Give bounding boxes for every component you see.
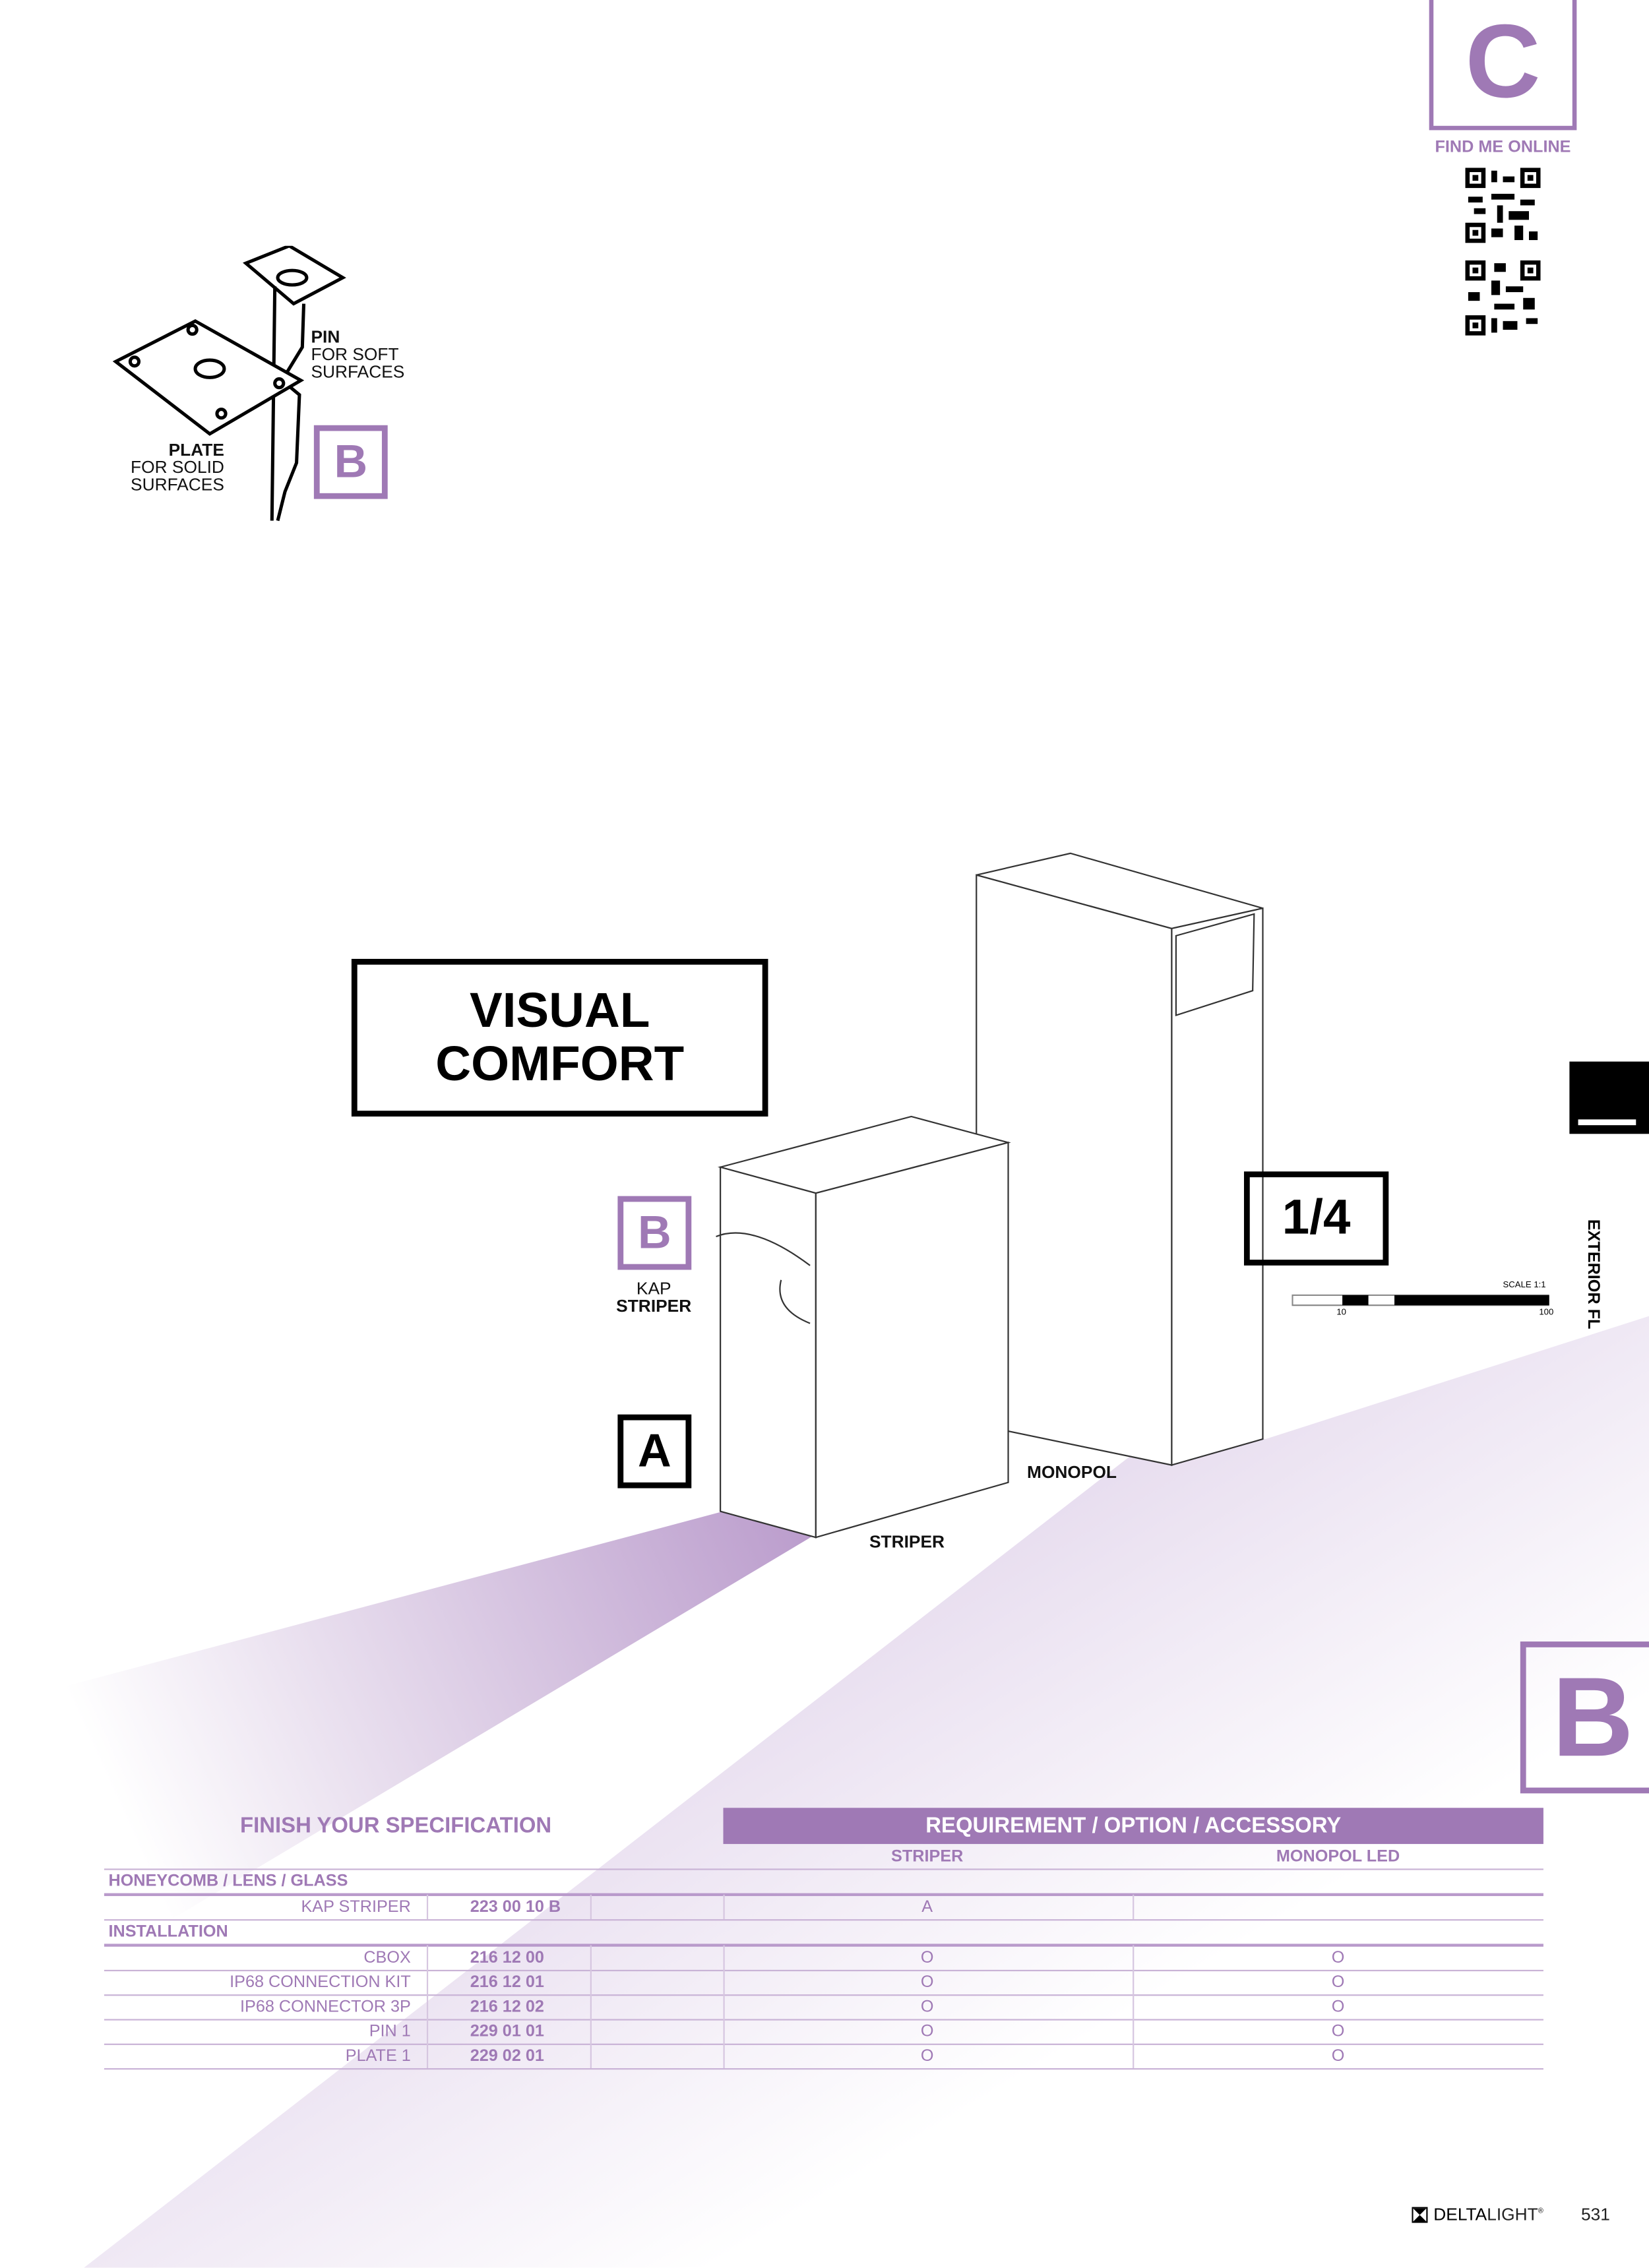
item-name: KAP STRIPER: [301, 1899, 411, 1916]
striper-value: O: [920, 1974, 934, 1992]
table-row[interactable]: IP68 CONNECTION KIT 216 12 01 O O: [104, 1969, 1543, 1996]
monopol-value: O: [1331, 2023, 1345, 2041]
brand-light: LIGHT: [1487, 2204, 1538, 2224]
monopol-value: O: [1331, 1998, 1345, 2017]
accessory-badge-letter: B: [334, 435, 368, 488]
scale-bar: [1291, 1294, 1549, 1306]
item-code: 229 02 01: [470, 2048, 544, 2066]
big-badge-letter: B: [1552, 1653, 1634, 1781]
registered-mark: ®: [1538, 2207, 1543, 2216]
scale-tick-max: 100: [1539, 1308, 1554, 1318]
kap-striper-label: KAP STRIPER: [593, 1280, 714, 1315]
item-code: 216 12 01: [470, 1974, 544, 1992]
scale-ratio-box: 1/4: [1243, 1171, 1389, 1266]
item-name: CBOX: [363, 1949, 411, 1967]
scale-tick-min: 10: [1336, 1308, 1346, 1318]
striper-value: O: [920, 1949, 934, 1967]
table-row[interactable]: IP68 CONNECTOR 3P 216 12 02 O O: [104, 1994, 1543, 2021]
table-row[interactable]: PLATE 1 229 02 01 O O: [104, 2043, 1543, 2070]
item-name: PLATE 1: [345, 2048, 411, 2066]
visual-comfort-line2: COMFORT: [435, 1036, 685, 1091]
qr-code-icon[interactable]: [1465, 168, 1541, 243]
spec-title: FINISH YOUR SPECIFICATION: [240, 1814, 552, 1839]
kap-badge-letter: B: [637, 1206, 671, 1258]
spec-header: REQUIREMENT / OPTION / ACCESSORY: [723, 1808, 1543, 1845]
big-category-badge: B: [1520, 1641, 1649, 1794]
table-row[interactable]: KAP STRIPER 223 00 10 B A: [104, 1894, 1543, 1921]
striper-badge: A: [617, 1414, 692, 1488]
qr-code-icon[interactable]: [1465, 260, 1541, 336]
pin-desc-1: FOR SOFT: [311, 344, 399, 365]
striper-value: O: [920, 2048, 934, 2066]
plate-desc-1: FOR SOLID: [131, 456, 224, 477]
table-row[interactable]: PIN 1 229 01 01 O O: [104, 2019, 1543, 2045]
striper-badge-letter: A: [637, 1425, 671, 1477]
monopol-label: MONOPOL: [1027, 1462, 1117, 1483]
brand-logo: DELTALIGHT®: [1412, 2204, 1543, 2224]
tab-marker: [1578, 1119, 1636, 1126]
category-letter: C: [1465, 4, 1541, 121]
kap-badge: B: [617, 1196, 692, 1270]
striper-value: O: [920, 2023, 934, 2041]
section-row: HONEYCOMB / LENS / GLASS: [104, 1868, 1543, 1897]
deltalight-logo-icon: [1412, 2206, 1428, 2222]
section-tab[interactable]: [1569, 1061, 1649, 1134]
find-me-online-label: FIND ME ONLINE: [1435, 138, 1571, 156]
product-illustration: [716, 852, 1264, 1539]
column-monopol-led: MONOPOL LED: [1276, 1848, 1400, 1866]
section-name: HONEYCOMB / LENS / GLASS: [108, 1872, 348, 1891]
item-code: 229 01 01: [470, 2023, 544, 2041]
pin-desc-2: SURFACES: [311, 361, 405, 382]
plate-label: PLATE FOR SOLID SURFACES: [94, 441, 224, 493]
category-badge: C: [1429, 0, 1577, 131]
brand-bold: DELTA: [1433, 2204, 1487, 2224]
table-row[interactable]: CBOX 216 12 00 O O: [104, 1945, 1543, 1972]
visual-comfort-line1: VISUAL: [469, 983, 650, 1038]
pin-label: PIN FOR SOFT SURFACES: [311, 328, 404, 381]
item-code: 216 12 00: [470, 1949, 544, 1967]
divider: [104, 1868, 1543, 1870]
side-tab-label: EXTERIOR FL: [1584, 1219, 1602, 1330]
accessory-badge: B: [313, 425, 388, 499]
column-striper: STRIPER: [891, 1848, 964, 1866]
monopol-value: O: [1331, 1974, 1345, 1992]
plate-title: PLATE: [168, 439, 224, 460]
item-code: 216 12 02: [470, 1998, 544, 2017]
section-row: INSTALLATION: [104, 1919, 1543, 1947]
pin-plate-illustration: [112, 245, 346, 522]
section-name: INSTALLATION: [108, 1923, 228, 1942]
page-number: 531: [1580, 2204, 1610, 2224]
striper-label: STRIPER: [869, 1531, 945, 1552]
striper-value: A: [921, 1899, 933, 1916]
item-name: IP68 CONNECTION KIT: [230, 1974, 411, 1992]
monopol-value: O: [1331, 2048, 1345, 2066]
scale-ratio: 1/4: [1282, 1190, 1351, 1246]
kap-label: KAP: [636, 1278, 671, 1299]
kap-name: STRIPER: [616, 1295, 692, 1316]
visual-comfort-box: VISUAL COMFORT: [351, 958, 768, 1117]
item-name: IP68 CONNECTOR 3P: [240, 1998, 411, 2017]
monopol-value: O: [1331, 1949, 1345, 1967]
pin-title: PIN: [311, 326, 340, 348]
striper-value: O: [920, 1998, 934, 2017]
item-code: 223 00 10 B: [470, 1899, 561, 1916]
plate-desc-2: SURFACES: [131, 474, 224, 495]
scale-label: SCALE 1:1: [1503, 1281, 1546, 1291]
beam-monopol: [84, 1316, 1649, 2268]
item-name: PIN 1: [369, 2023, 411, 2041]
